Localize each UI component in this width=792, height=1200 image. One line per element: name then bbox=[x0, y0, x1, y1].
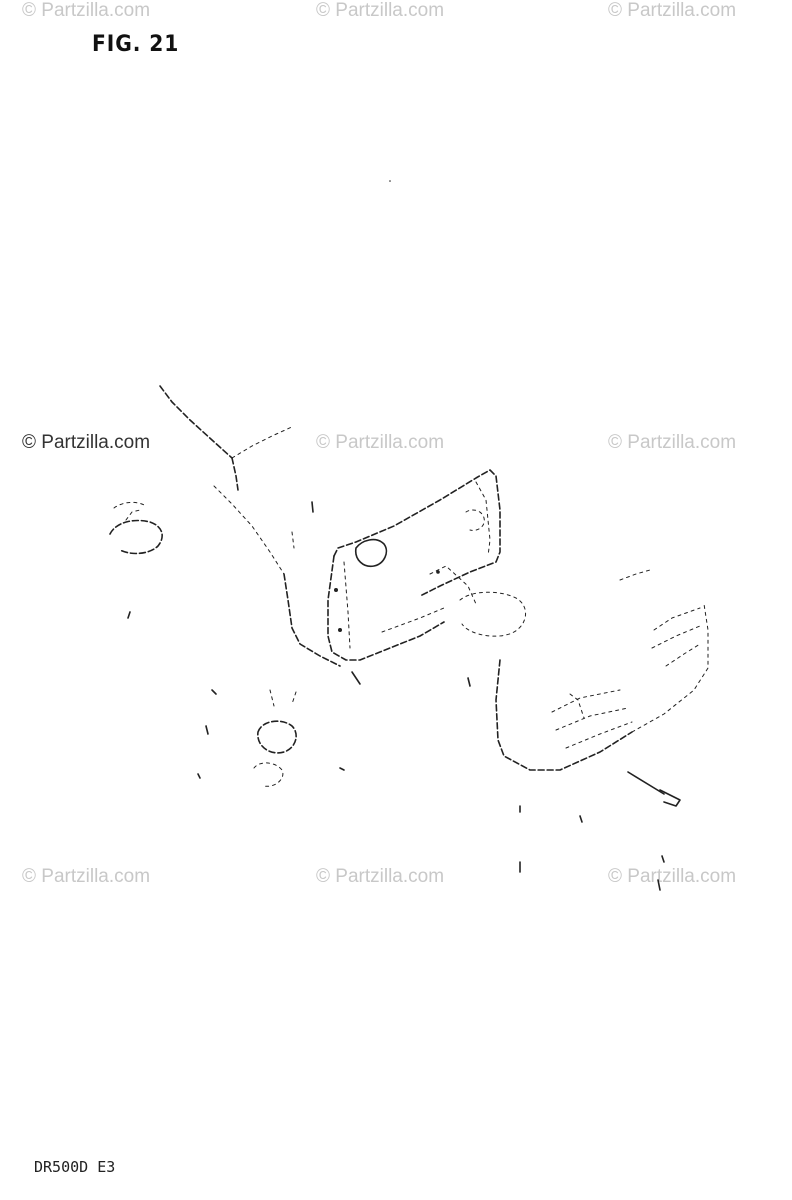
watermark-top-right: © Partzilla.com bbox=[608, 0, 737, 21]
watermark-bottom-right: © Partzilla.com bbox=[608, 866, 737, 887]
watermark-bottom-left: © Partzilla.com bbox=[22, 866, 151, 887]
watermark-mid-left: © Partzilla.com bbox=[22, 432, 151, 453]
watermark-bottom-center: © Partzilla.com bbox=[316, 866, 445, 887]
license-plate-lamp-icon bbox=[351, 569, 709, 771]
watermark-mid-right: © Partzilla.com bbox=[608, 432, 737, 453]
speck bbox=[389, 180, 391, 182]
model-code-label: DR500D E3 bbox=[34, 1158, 116, 1176]
figure-title: FIG. 21 bbox=[92, 32, 180, 57]
watermark-top-center: © Partzilla.com bbox=[316, 0, 445, 21]
bracket-icon bbox=[159, 385, 341, 667]
screw-icon bbox=[519, 771, 681, 891]
lens-icon bbox=[429, 565, 526, 637]
bulb-icon bbox=[109, 501, 163, 619]
watermark-mid-center: © Partzilla.com bbox=[316, 432, 445, 453]
grommet-icon bbox=[197, 689, 345, 787]
lamp-housing-icon bbox=[327, 469, 501, 661]
watermark-top-left: © Partzilla.com bbox=[22, 0, 151, 21]
